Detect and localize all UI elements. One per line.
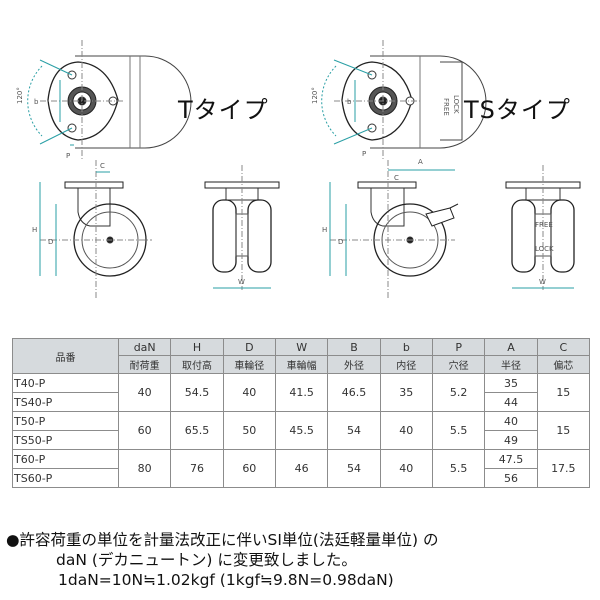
table-row: T50-P 60 65.5 50 45.5 54 40 5.5 40 15 [12, 411, 591, 450]
height-cell: 76 [170, 449, 224, 488]
wheel-diameter-cell: 40 [222, 373, 276, 412]
b-label-ts: b [347, 98, 352, 106]
lock-label-top: LOCK [452, 95, 460, 114]
outer-diameter-cell: 54 [327, 449, 381, 488]
h-label-t: H [32, 226, 37, 234]
header-unit: B [327, 338, 381, 356]
header-name: 穴径 [431, 355, 486, 374]
free-label-front: FREE [535, 221, 553, 229]
header-unit: b [379, 338, 433, 356]
load-cell: 60 [117, 411, 172, 450]
header-name: 内径 [379, 355, 433, 374]
height-cell: 54.5 [170, 373, 224, 412]
hole-diameter-cell: 5.5 [431, 411, 486, 450]
ts-side-view [329, 160, 459, 300]
model-cell: T40-P [12, 373, 119, 393]
c-label-ts: C [394, 174, 399, 182]
header-name: 偏芯 [536, 355, 591, 374]
table-row: TS50-P 49 [12, 430, 590, 450]
table-row: T40-P 40 54.5 40 41.5 46.5 35 5.2 35 15 [12, 373, 591, 412]
offset-cell: 15 [536, 411, 591, 450]
model-cell: TS40-P [12, 392, 119, 412]
radius-cell: 47.5 [484, 449, 538, 469]
p-label-t: P [66, 152, 70, 160]
header-unit: C [536, 338, 591, 356]
inner-diameter-cell: 40 [379, 449, 433, 488]
note-line-3: 1daN=10N≒1.02kgf (1kgf≒9.8N=0.98daN) [58, 571, 394, 589]
header-model: 品番 [12, 338, 119, 374]
wheel-width-cell: 45.5 [274, 411, 329, 450]
w-label-ts: W [539, 278, 546, 286]
free-label-top: FREE [442, 98, 450, 116]
h-label-ts: H [322, 226, 327, 234]
wheel-diameter-cell: 50 [222, 411, 276, 450]
spec-table: 品番 daN H D W B b P A C 耐荷重 取付高 車輪径 車輪幅 外… [12, 338, 591, 488]
radius-cell: 35 [484, 373, 538, 393]
inner-diameter-cell: 40 [379, 411, 433, 450]
offset-cell: 15 [536, 373, 591, 412]
header-name: 耐荷重 [117, 355, 172, 374]
b-label-t: b [34, 98, 39, 106]
technical-drawings: 120° b P 120° b P FREE LOCK C H D W A C … [16, 40, 581, 300]
load-cell: 80 [117, 449, 172, 488]
ts-type-title: TSタイプ [464, 96, 571, 124]
note-line-1: ●許容荷重の単位を計量法改正に伴いSI単位(法廷軽量単位) の [6, 531, 439, 549]
ts-top-view [321, 40, 487, 160]
load-cell: 40 [117, 373, 172, 412]
model-cell: TS60-P [12, 468, 119, 488]
d-label-t: D [48, 238, 53, 246]
hole-diameter-cell: 5.5 [431, 449, 486, 488]
angle-label-ts: 120° [311, 87, 319, 104]
angle-label-t: 120° [16, 87, 24, 104]
t-side-view [39, 160, 152, 300]
model-cell: T50-P [12, 411, 119, 431]
header-name: 半径 [484, 355, 538, 374]
a-label-ts: A [418, 158, 423, 166]
outer-diameter-cell: 54 [327, 411, 381, 450]
height-cell: 65.5 [170, 411, 224, 450]
header-name: 車輪径 [222, 355, 276, 374]
offset-cell: 17.5 [536, 449, 591, 488]
model-cell: TS50-P [12, 430, 119, 450]
d-label-ts: D [338, 238, 343, 246]
radius-cell: 40 [484, 411, 538, 431]
t-type-title: Tタイプ [178, 96, 269, 124]
table-row: TS60-P 56 [12, 468, 590, 488]
drawing-canvas: 120° b P 120° b P FREE LOCK C H D W A C … [16, 40, 581, 300]
model-cell: T60-P [12, 449, 119, 469]
wheel-width-cell: 41.5 [274, 373, 329, 412]
header-unit: D [222, 338, 276, 356]
outer-diameter-cell: 46.5 [327, 373, 381, 412]
radius-cell: 44 [484, 392, 538, 412]
wheel-diameter-cell: 60 [222, 449, 276, 488]
unit-note: ●許容荷重の単位を計量法改正に伴いSI単位(法廷軽量単位) の daN (デカニ… [6, 530, 596, 590]
radius-cell: 56 [484, 468, 538, 488]
p-label-ts: P [362, 150, 366, 158]
radius-cell: 49 [484, 430, 538, 450]
header-unit: A [484, 338, 538, 356]
t-top-view [27, 40, 192, 160]
table-row: T60-P 80 76 60 46 54 40 5.5 47.5 17.5 [12, 449, 591, 488]
lock-label-front: LOCK [535, 245, 554, 253]
hole-diameter-cell: 5.2 [431, 373, 486, 412]
header-name: 車輪幅 [274, 355, 329, 374]
wheel-width-cell: 46 [274, 449, 329, 488]
note-line-2: daN (デカニュートン) に変更致しました。 [56, 551, 357, 569]
inner-diameter-cell: 35 [379, 373, 433, 412]
header-unit: H [170, 338, 224, 356]
header-unit: daN [117, 338, 172, 356]
ts-front-view [505, 165, 581, 290]
header-unit: W [274, 338, 329, 356]
header-name: 外径 [327, 355, 381, 374]
header-unit: P [431, 338, 486, 356]
header-name: 取付高 [170, 355, 224, 374]
t-front-view [204, 165, 280, 290]
w-label-t: W [238, 278, 245, 286]
c-label-t: C [100, 162, 105, 170]
